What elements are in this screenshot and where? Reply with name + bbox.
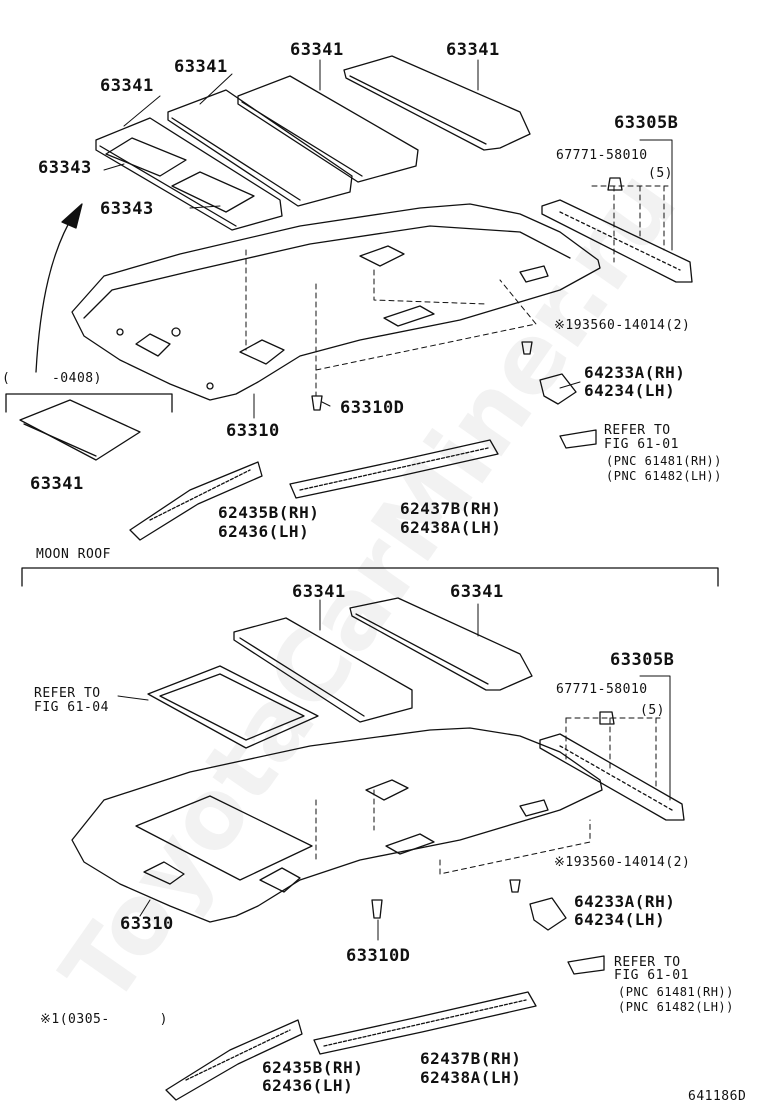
mr-label-rail-front-rh: 62435B(RH) xyxy=(262,1058,364,1077)
leader-lines-top xyxy=(103,59,673,419)
mr-label-refer-sunroof-1: REFER TO xyxy=(34,686,101,701)
mr-label-rail-front-lh: 62436(LH) xyxy=(262,1076,354,1095)
label-rail-front-rh: 62435B(RH) xyxy=(218,503,320,522)
mr-label-refer-line2: FIG 61-01 xyxy=(614,968,689,983)
mr-screw-icon xyxy=(509,879,521,893)
label-pnc-rh: (PNC 61481(RH)) xyxy=(606,454,722,468)
mr-grip-icon xyxy=(567,955,605,975)
figure-id: 641186D xyxy=(688,1089,747,1104)
mr-rail-rear xyxy=(313,991,537,1055)
roof-panel-1 xyxy=(95,117,283,231)
label-date-range: ( -0408) xyxy=(2,371,102,386)
insulator-1 xyxy=(105,137,187,177)
section-label-moon-roof: MOON ROOF xyxy=(36,547,111,562)
sunroof-frame xyxy=(147,665,319,749)
label-clip-qty: (5) xyxy=(648,166,673,181)
rail-rear-top xyxy=(289,439,499,499)
label-roof-panel-2: 63341 xyxy=(174,57,228,77)
label-roof-panel-4: 63341 xyxy=(446,40,500,60)
mr-label-rail-rear-lh: 62438A(LH) xyxy=(420,1068,522,1087)
mr-label-refer-sunroof-2: FIG 61-04 xyxy=(34,700,109,715)
headliner-moonroof xyxy=(71,727,603,923)
mr-rail-front xyxy=(165,1019,303,1101)
label-rail-front-lh: 62436(LH) xyxy=(218,522,310,541)
label-insulator-1: 63343 xyxy=(38,158,92,178)
mr-label-pnc-rh: (PNC 61481(RH)) xyxy=(618,985,734,999)
roof-panel-4 xyxy=(343,55,531,151)
mr-roof-panel-2 xyxy=(349,597,533,691)
mr-label-screw: ※193560-14014(2) xyxy=(554,855,691,870)
mr-lamp-icon xyxy=(529,897,567,931)
insulator-2 xyxy=(171,171,255,213)
mr-label-clip-qty: (5) xyxy=(640,703,665,718)
guide-lines-top xyxy=(245,185,669,397)
bracket-assy-top xyxy=(541,199,693,283)
inset-bracket-line xyxy=(5,393,173,413)
label-screw: ※193560-14014(2) xyxy=(554,318,691,333)
mr-roof-panel-1 xyxy=(233,617,413,723)
curved-arrow xyxy=(35,203,83,373)
mr-label-rail-rear-rh: 62437B(RH) xyxy=(420,1049,522,1068)
guide-lines-moonroof xyxy=(315,717,661,875)
rail-front-top xyxy=(129,461,263,541)
label-pnc-lh: (PNC 61482(LH)) xyxy=(606,469,722,483)
lamp-icon xyxy=(539,373,577,405)
label-lamp-rh: 64233A(RH) xyxy=(584,363,686,382)
mr-label-refer-line1: REFER TO xyxy=(614,955,681,970)
label-bracket-assy: 63305B xyxy=(614,113,679,133)
mr-label-headliner: 63310 xyxy=(120,914,174,934)
clip-63310d-icon xyxy=(311,395,323,411)
section-divider xyxy=(21,567,719,587)
label-rail-rear-lh: 62438A(LH) xyxy=(400,518,502,537)
label-rail-rear-rh: 62437B(RH) xyxy=(400,499,502,518)
clip-icon xyxy=(607,177,623,191)
headliner-top xyxy=(71,203,601,401)
mr-label-clip-part: 67771-58010 xyxy=(556,682,648,697)
label-lamp-lh: 64234(LH) xyxy=(584,381,676,400)
label-refer-line2: FIG 61-01 xyxy=(604,437,679,452)
leader-lines-moonroof xyxy=(117,599,671,941)
mr-clip-icon xyxy=(599,711,615,725)
mr-label-lamp-rh: 64233A(RH) xyxy=(574,892,676,911)
mr-label-bracket-assy: 63305B xyxy=(610,650,675,670)
label-insulator-2: 63343 xyxy=(100,199,154,219)
roof-panel-2 xyxy=(167,89,353,207)
mr-label-clip-63310d: 63310D xyxy=(346,946,411,966)
inset-pad xyxy=(19,399,141,461)
label-roof-panel-1: 63341 xyxy=(100,76,154,96)
label-roof-panel-3: 63341 xyxy=(290,40,344,60)
grip-icon xyxy=(559,429,597,449)
label-clip-part: 67771-58010 xyxy=(556,148,648,163)
mr-label-lamp-lh: 64234(LH) xyxy=(574,910,666,929)
label-headliner: 63310 xyxy=(226,421,280,441)
screw-icon xyxy=(521,341,533,355)
mr-bracket-assy xyxy=(539,733,685,821)
mr-clip-63310d-icon xyxy=(371,899,383,919)
roof-panel-3 xyxy=(237,75,419,183)
mr-label-roof-panel-2: 63341 xyxy=(450,582,504,602)
label-clip-63310d: 63310D xyxy=(340,398,405,418)
mr-label-footnote: ※1(0305- ) xyxy=(40,1012,168,1027)
mr-label-roof-panel-1: 63341 xyxy=(292,582,346,602)
label-refer-line1: REFER TO xyxy=(604,423,671,438)
label-inset-pad: 63341 xyxy=(30,474,84,494)
mr-label-pnc-lh: (PNC 61482(LH)) xyxy=(618,1000,734,1014)
